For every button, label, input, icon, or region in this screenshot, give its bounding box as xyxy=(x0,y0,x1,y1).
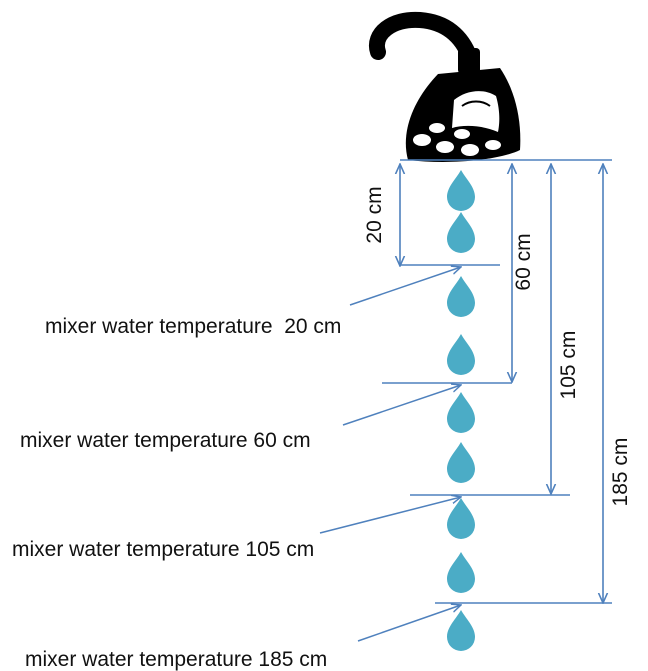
water-drop-icon xyxy=(447,552,475,593)
dimension-label-60cm: 60 cm xyxy=(512,233,535,290)
shower-head-icon xyxy=(369,11,521,162)
water-drops xyxy=(447,170,475,651)
water-drop-icon xyxy=(447,170,475,211)
measurement-label-185cm: mixer water temperature 185 cm xyxy=(25,648,327,671)
dimension-label-185cm: 185 cm xyxy=(609,438,632,507)
water-drop-icon xyxy=(447,212,475,253)
water-drop-icon xyxy=(447,334,475,375)
dimension-label-20cm: 20 cm xyxy=(363,186,386,243)
dimension-lines xyxy=(382,159,612,603)
pointer-arrows xyxy=(319,267,461,642)
water-drop-icon xyxy=(447,498,475,539)
dimension-label-105cm: 105 cm xyxy=(557,331,580,400)
measurement-label-105cm: mixer water temperature 105 cm xyxy=(12,538,314,561)
water-drop-icon xyxy=(447,392,475,433)
water-drop-icon xyxy=(447,610,475,651)
water-drop-icon xyxy=(447,442,475,483)
measurement-label-60cm: mixer water temperature 60 cm xyxy=(20,429,311,452)
measurement-label-20cm: mixer water temperature 20 cm xyxy=(45,315,341,338)
water-drop-icon xyxy=(447,276,475,317)
